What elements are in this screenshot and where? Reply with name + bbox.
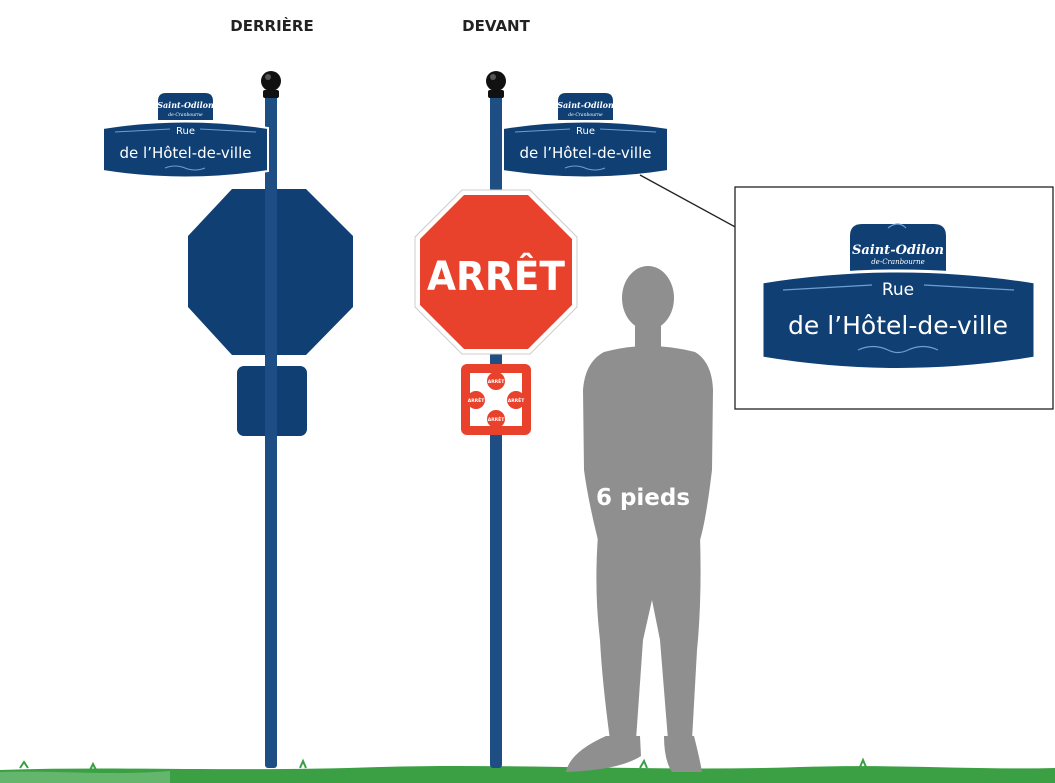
front-sign-line1: Rue [576,126,595,137]
mini-stop-left: ARRÊT [467,391,485,409]
mini-stop-right-text: ARRÊT [508,396,525,404]
front-sign-brand-sub: de-Cranbourne [568,112,603,118]
mini-stop-left-text: ARRÊT [468,396,485,404]
back-sign-line1: Rue [176,126,195,137]
person-silhouette: 6 pieds [566,266,713,772]
detail-sign-line2: de l’Hôtel-de-ville [788,311,1008,340]
front-all-way-panel: ARRÊT ARRÊT ARRÊT ARRÊT [461,364,531,435]
person-height-label: 6 pieds [596,485,690,511]
back-pole-finial [261,71,281,98]
ground-grass [0,757,1055,783]
back-pole-assembly: Saint-Odilon de-Cranbourne Rue de l’Hôte… [102,71,353,768]
front-stop-sign: ARRÊT [414,189,578,355]
back-sign-brand: Saint-Odilon [157,100,214,110]
detail-sign-brand: Saint-Odilon [852,243,944,258]
mini-stop-top-text: ARRÊT [488,377,505,385]
detail-inset: Saint-Odilon de-Cranbourne Rue de l’Hôte… [734,186,1054,410]
detail-sign-brand-sub: de-Cranbourne [871,258,925,266]
front-sign-brand: Saint-Odilon [557,100,614,110]
front-street-sign: Saint-Odilon de-Cranbourne Rue de l’Hôte… [502,93,669,179]
front-pole-assembly: Saint-Odilon de-Cranbourne Rue de l’Hôte… [414,71,669,768]
header-front: DEVANT [462,17,530,35]
back-sign-brand-sub: de-Cranbourne [168,112,203,118]
mini-stop-bottom-text: ARRÊT [488,415,505,423]
mini-stop-right: ARRÊT [507,391,525,409]
front-sign-line2: de l’Hôtel-de-ville [520,144,652,162]
back-sign-line2: de l’Hôtel-de-ville [120,144,252,162]
mini-stop-top: ARRÊT [487,372,505,390]
front-pole-finial [486,71,506,98]
stop-sign-text: ARRÊT [427,252,566,300]
back-street-sign: Saint-Odilon de-Cranbourne Rue de l’Hôte… [102,93,269,179]
header-back: DERRIÈRE [230,16,313,35]
detail-street-sign: Saint-Odilon de-Cranbourne Rue de l’Hôte… [760,223,1037,371]
detail-sign-line1: Rue [882,280,914,300]
mini-stop-bottom: ARRÊT [487,410,505,428]
